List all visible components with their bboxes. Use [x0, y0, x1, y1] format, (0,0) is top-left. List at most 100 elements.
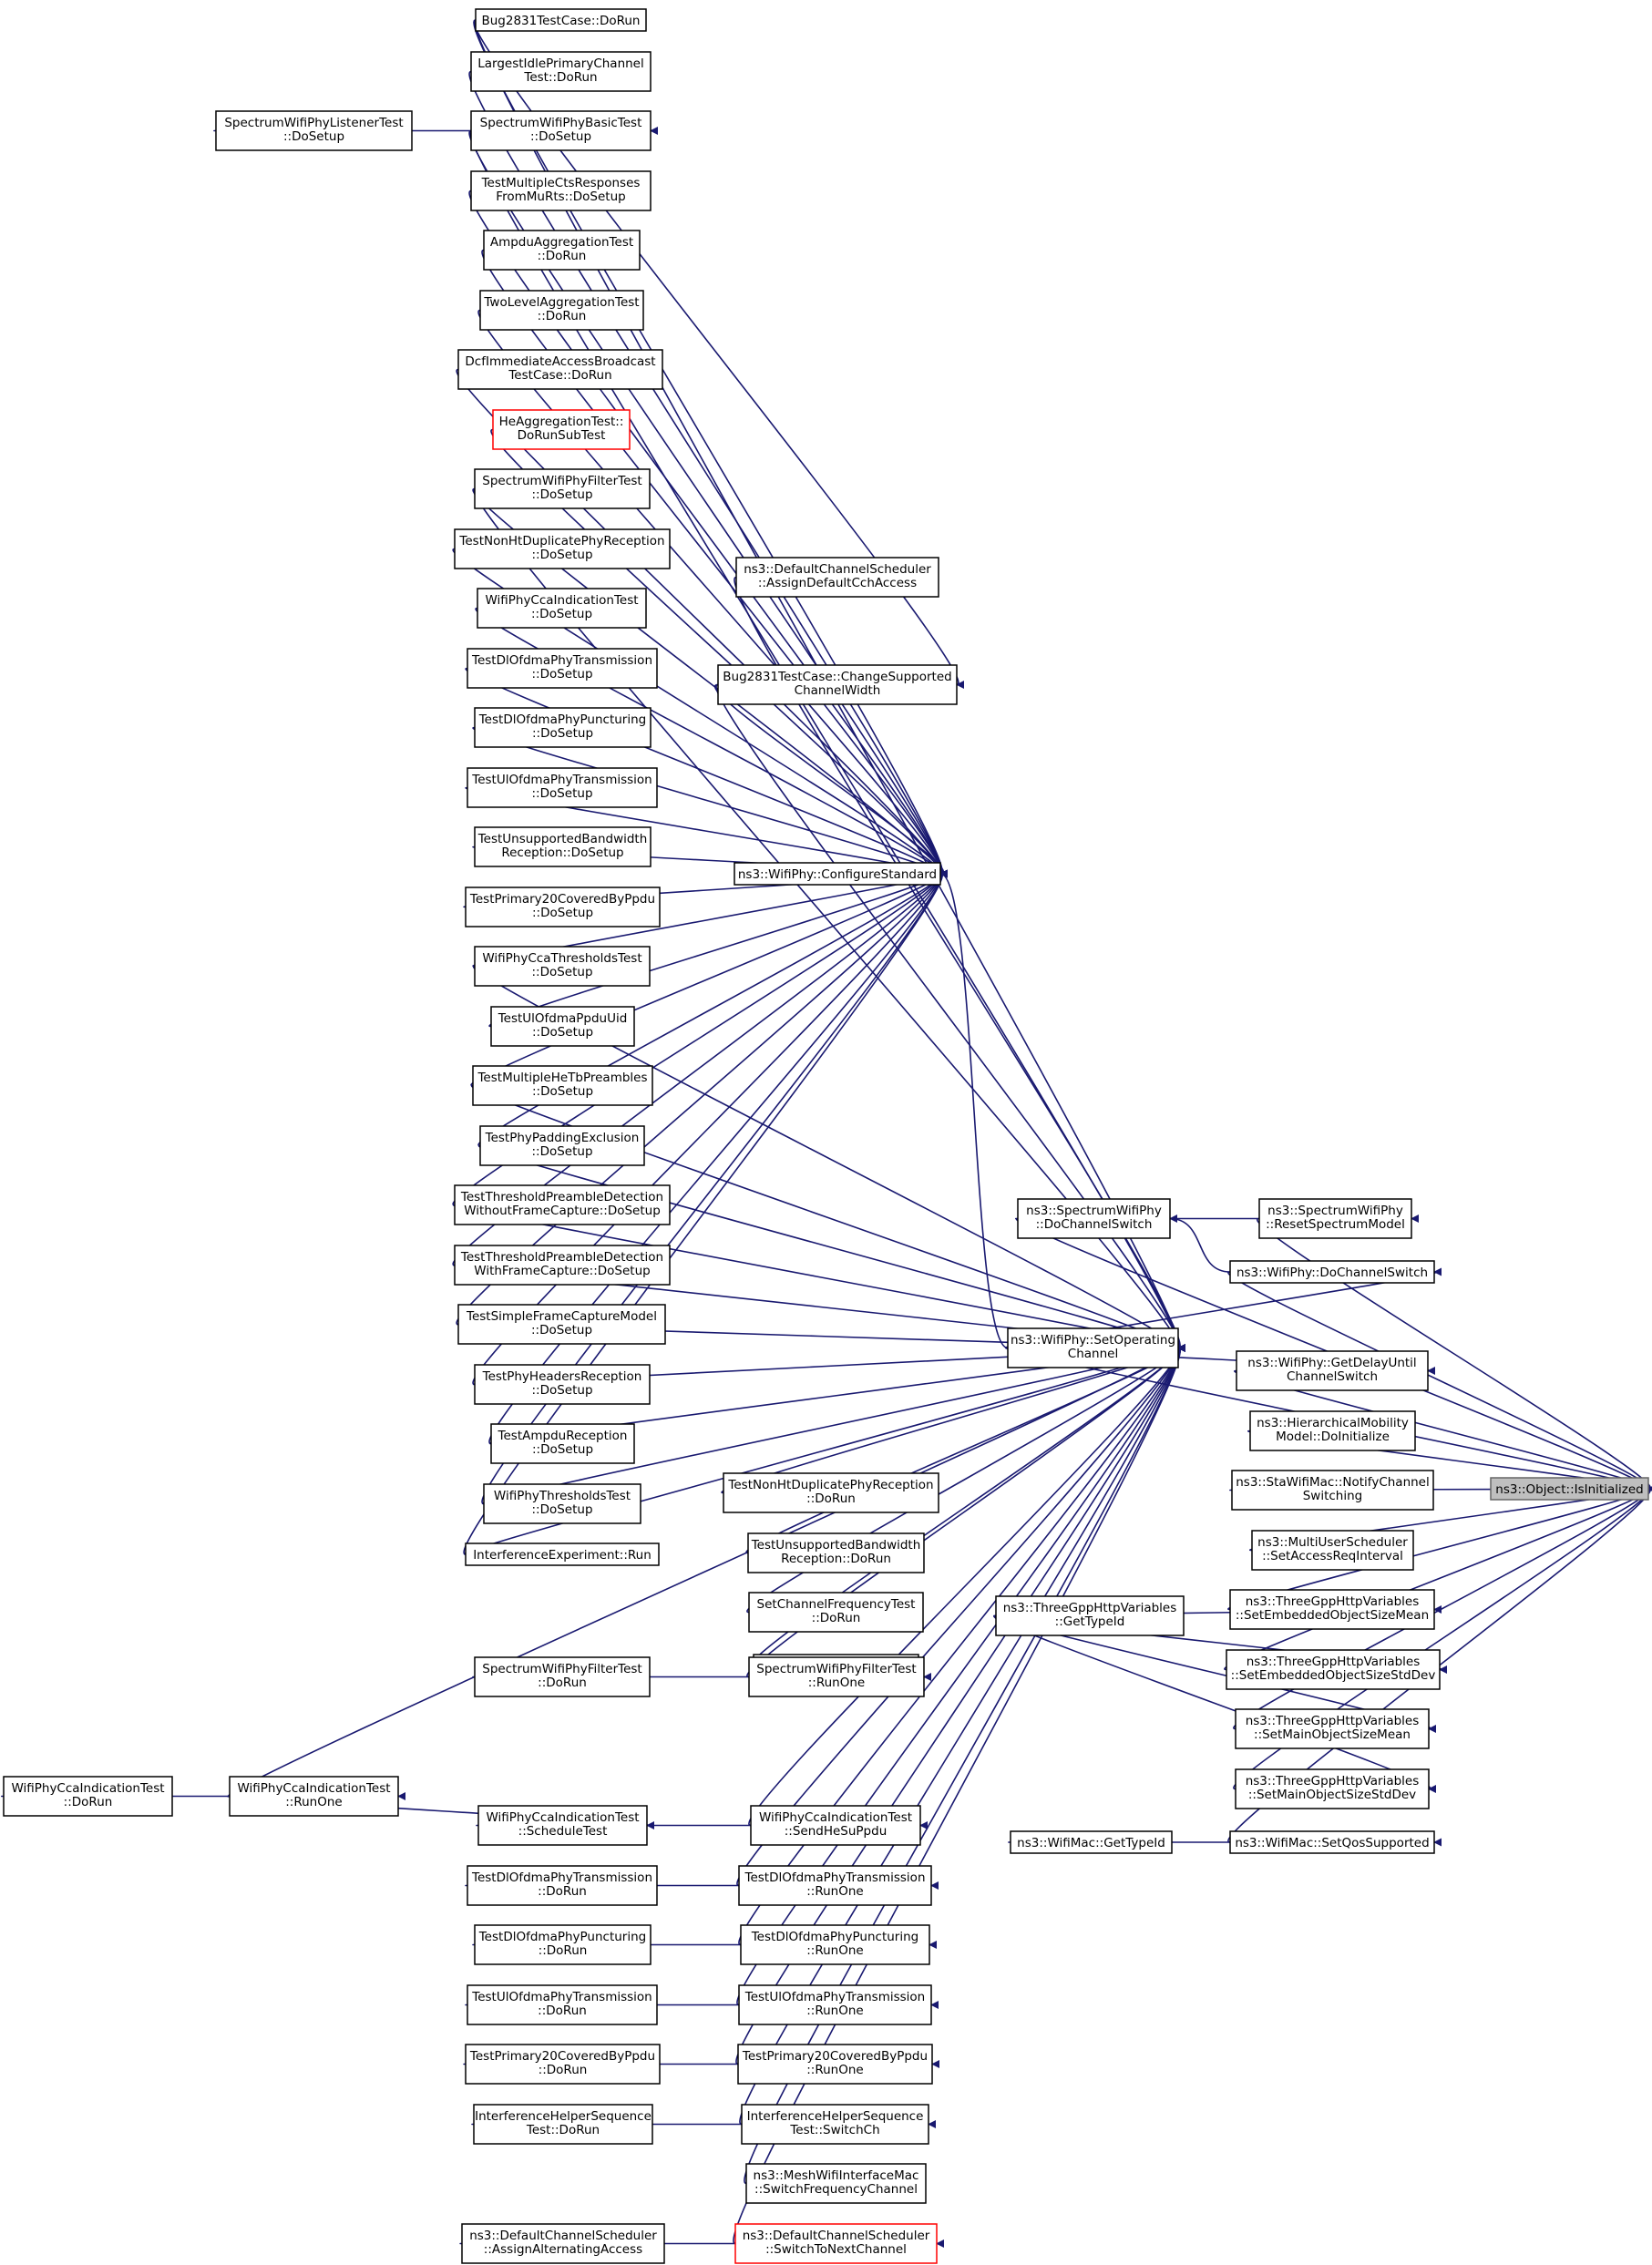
node-label: SpectrumWifiPhyFilterTest — [482, 474, 641, 488]
node-multi-cts[interactable]: TestMultipleCtsResponsesFromMuRts::DoSet… — [470, 170, 652, 211]
node-label: TestPhyHeadersReception — [482, 1369, 642, 1384]
node-box — [479, 290, 644, 331]
node-http-main-mean[interactable]: ns3::ThreeGppHttpVariables::SetMainObjec… — [1235, 1708, 1430, 1749]
node-box — [465, 1542, 660, 1566]
node-cca-ind-runone[interactable]: WifiPhyCcaIndicationTest::RunOne — [229, 1776, 399, 1817]
node-label: TestDlOfdmaPhyTransmission — [471, 653, 652, 668]
node-simple-fc[interactable]: TestSimpleFrameCaptureModel::DoSetup — [457, 1304, 666, 1345]
node-box — [740, 1924, 930, 1965]
node-label: TestUlOfdmaPhyTransmission — [471, 773, 652, 787]
node-http-gettypeid[interactable]: ns3::ThreeGppHttpVariables::GetTypeId — [995, 1595, 1185, 1636]
node-ampdu-agg[interactable]: AmpduAggregationTest::DoRun — [483, 230, 641, 271]
node-label: ::AssignDefaultCchAccess — [758, 576, 917, 590]
node-label: ns3::ThreeGppHttpVariables — [1246, 1714, 1420, 1728]
node-label: Switching — [1303, 1489, 1363, 1503]
node-dcs-default-cch[interactable]: ns3::DefaultChannelScheduler::AssignDefa… — [735, 557, 939, 598]
node-label: TestCase::DoRun — [508, 368, 611, 383]
node-mu-sched[interactable]: ns3::MultiUserScheduler::SetAccessReqInt… — [1251, 1530, 1414, 1571]
node-box — [1249, 1410, 1416, 1451]
node-filter-runone[interactable]: SpectrumWifiPhyFilterTest::RunOne — [748, 1656, 925, 1697]
node-label: ::DoRun — [64, 1795, 113, 1809]
node-label: ns3::SpectrumWifiPhy — [1026, 1204, 1162, 1218]
node-ulofdma-tx-dosetup[interactable]: TestUlOfdmaPhyTransmission::DoSetup — [467, 767, 658, 808]
node-thresh-wo-fc[interactable]: TestThresholdPreambleDetectionWithoutFra… — [454, 1184, 671, 1225]
node-cca-ind-dosetup[interactable]: WifiPhyCcaIndicationTest::DoSetup — [477, 588, 647, 629]
node-spectrum-dochannelswitch[interactable]: ns3::SpectrumWifiPhy::DoChannelSwitch — [1017, 1198, 1171, 1239]
node-wifiphy-dochannelswitch[interactable]: ns3::WifiPhy::DoChannelSwitch — [1229, 1260, 1435, 1284]
node-cca-ind-sched[interactable]: WifiPhyCcaIndicationTest::ScheduleTest — [477, 1805, 648, 1846]
node-filter-dosetup[interactable]: SpectrumWifiPhyFilterTest::DoSetup — [474, 468, 651, 509]
node-label: WithFrameCapture::DoSetup — [474, 1264, 650, 1278]
node-dlofdma-punct-dosetup[interactable]: TestDlOfdmaPhyPuncturing::DoSetup — [474, 707, 652, 748]
node-label: ns3::ThreeGppHttpVariables — [1246, 1774, 1420, 1788]
node-http-main-std[interactable]: ns3::ThreeGppHttpVariables::SetMainObjec… — [1235, 1768, 1430, 1809]
node-headers-recep[interactable]: TestPhyHeadersReception::DoSetup — [474, 1364, 651, 1405]
node-dcf-immediate[interactable]: DcfImmediateAccessBroadcastTestCase::DoR… — [457, 349, 663, 390]
node-primary20-runone[interactable]: TestPrimary20CoveredByPpdu::RunOne — [737, 2044, 933, 2085]
node-box — [748, 1592, 924, 1633]
node-http-embedded-mean[interactable]: ns3::ThreeGppHttpVariables::SetEmbeddedO… — [1229, 1589, 1435, 1630]
node-wifimac-gettypeid[interactable]: ns3::WifiMac::GetTypeId — [1010, 1830, 1173, 1854]
node-dcs-switch-next[interactable]: ns3::DefaultChannelScheduler::SwitchToNe… — [734, 2223, 938, 2264]
node-bug2831-dorun[interactable]: Bug2831TestCase::DoRun — [475, 8, 647, 32]
node-label: ::DoRun — [806, 1491, 856, 1506]
node-ampdu-recep[interactable]: TestAmpduReception::DoSetup — [490, 1423, 635, 1464]
edge-ampdu_recep-to-configure_standard — [488, 869, 949, 1445]
node-wifimac-setqos[interactable]: ns3::WifiMac::SetQosSupported — [1229, 1830, 1435, 1854]
node-thresh-w-fc[interactable]: TestThresholdPreambleDetectionWithFrameC… — [454, 1245, 671, 1286]
node-hetb-dosetup[interactable]: TestMultipleHeTbPreambles::DoSetup — [472, 1065, 653, 1106]
node-cca-send-hesu[interactable]: WifiPhyCcaIndicationTest::SendHeSuPpdu — [750, 1805, 921, 1846]
node-dcs-alternating[interactable]: ns3::DefaultChannelScheduler::AssignAlte… — [461, 2223, 665, 2264]
node-bug2831-change[interactable]: Bug2831TestCase::ChangeSupportedChannelW… — [717, 664, 958, 705]
node-padding-dosetup[interactable]: TestPhyPaddingExclusion::DoSetup — [479, 1125, 645, 1166]
node-cca-ind-dorun[interactable]: WifiPhyCcaIndicationTest::DoRun — [3, 1776, 173, 1817]
node-unsupported-dosetup[interactable]: TestUnsupportedBandwidthReception::DoSet… — [474, 826, 652, 867]
node-nonht-dorun[interactable]: TestNonHtDuplicatePhyReception::DoRun — [723, 1472, 939, 1513]
node-label: WifiPhyCcaIndicationTest — [486, 1810, 639, 1825]
node-ulofdma-tx-dorun[interactable]: TestUlOfdmaPhyTransmission::DoRun — [467, 1984, 658, 2025]
node-is-initialized[interactable]: ns3::Object::IsInitialized — [1490, 1477, 1649, 1501]
node-nonht-dosetup[interactable]: TestNonHtDuplicatePhyReception::DoSetup — [454, 528, 671, 569]
node-dlofdma-tx-dorun[interactable]: TestDlOfdmaPhyTransmission::DoRun — [467, 1865, 658, 1906]
node-ppduuid-dosetup[interactable]: TestUlOfdmaPpduUid::DoSetup — [490, 1006, 635, 1047]
node-box — [738, 1984, 932, 2025]
node-filter-dorun[interactable]: SpectrumWifiPhyFilterTest::DoRun — [474, 1656, 651, 1697]
node-label: TestDlOfdmaPhyPuncturing — [478, 712, 647, 727]
node-primary20-dorun[interactable]: TestPrimary20CoveredByPpdu::DoRun — [465, 2044, 661, 2085]
node-reset-spectrum[interactable]: ns3::SpectrumWifiPhy::ResetSpectrumModel — [1258, 1198, 1412, 1239]
node-dlofdma-tx-runone[interactable]: TestDlOfdmaPhyTransmission::RunOne — [738, 1865, 932, 1906]
node-configure-standard[interactable]: ns3::WifiPhy::ConfigureStandard — [734, 862, 941, 886]
node-http-embedded-std[interactable]: ns3::ThreeGppHttpVariables::SetEmbeddedO… — [1226, 1649, 1441, 1690]
node-label: InterferenceExperiment::Run — [473, 1548, 652, 1563]
node-he-agg[interactable]: HeAggregationTest::DoRunSubTest — [492, 409, 631, 450]
node-ulofdma-tx-runone[interactable]: TestUlOfdmaPhyTransmission::RunOne — [738, 1984, 932, 2025]
node-cca-thresh-dosetup[interactable]: WifiPhyCcaThresholdsTest::DoSetup — [474, 946, 651, 987]
node-dlofdma-punct-dorun[interactable]: TestDlOfdmaPhyPuncturing::DoRun — [474, 1924, 652, 1965]
node-mesh-switch[interactable]: ns3::MeshWifiInterfaceMac::SwitchFrequen… — [745, 2163, 927, 2204]
node-thresholds-dosetup[interactable]: WifiPhyThresholdsTest::DoSetup — [483, 1483, 641, 1524]
node-label: Reception::DoRun — [781, 1552, 891, 1566]
edge-headers_recep-to-configure_standard — [472, 869, 949, 1386]
node-box — [470, 170, 652, 211]
node-label: ::SwitchFrequencyChannel — [754, 2182, 918, 2197]
node-dlofdma-tx-dosetup[interactable]: TestDlOfdmaPhyTransmission::DoSetup — [467, 648, 658, 689]
node-label: Channel — [1068, 1347, 1118, 1361]
edge-cca_thresh_dosetup-to-set_operating — [472, 965, 1186, 1352]
node-two-level[interactable]: TwoLevelAggregationTest::DoRun — [479, 290, 644, 331]
node-primary20-dosetup[interactable]: TestPrimary20CoveredByPpdu::DoSetup — [465, 887, 661, 928]
edge-thresh_w_fc-to-configure_standard — [452, 869, 949, 1266]
node-label: TestNonHtDuplicatePhyReception — [458, 534, 664, 548]
node-interference-run[interactable]: InterferenceExperiment::Run — [465, 1542, 660, 1566]
node-set-freq-dorun[interactable]: SetChannelFrequencyTest::DoRun — [748, 1592, 924, 1633]
node-basic-dosetup[interactable]: SpectrumWifiPhyBasicTest::DoSetup — [470, 110, 652, 151]
node-hier-mobility[interactable]: ns3::HierarchicalMobilityModel::DoInitia… — [1249, 1410, 1416, 1451]
node-dlofdma-punct-runone[interactable]: TestDlOfdmaPhyPuncturing::RunOne — [740, 1924, 930, 1965]
node-listener-dosetup[interactable]: SpectrumWifiPhyListenerTest::DoSetup — [215, 110, 413, 151]
